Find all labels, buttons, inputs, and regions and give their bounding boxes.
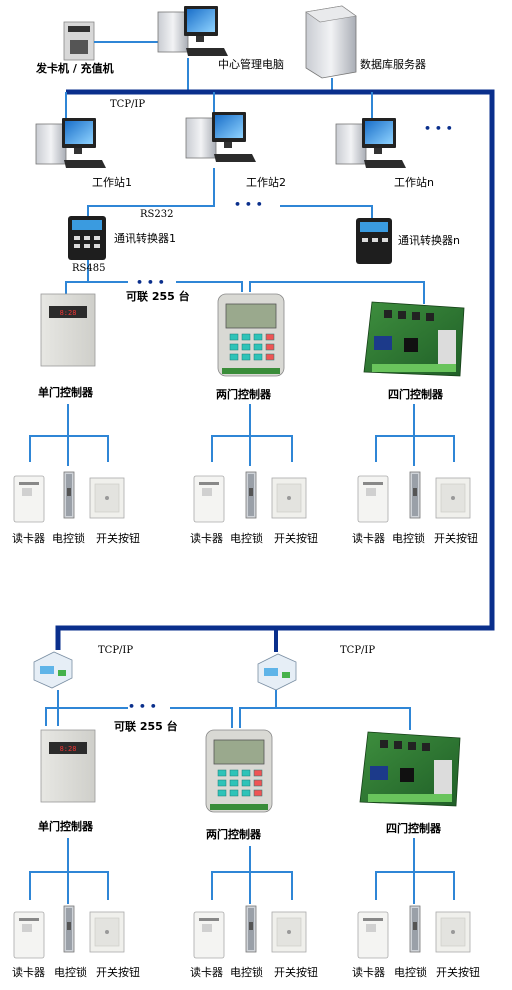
single-door-label-bottom: 单门控制器	[38, 820, 93, 833]
rs485-bus-top-right	[176, 281, 425, 304]
reader-label-4: 读卡器	[12, 966, 45, 979]
two-door-controller-top	[217, 293, 285, 377]
lock-label-1: 电控锁	[52, 532, 85, 545]
lock-label-4: 电控锁	[54, 966, 87, 979]
single-door-controller-bottom	[40, 729, 96, 803]
reader-icon-3	[357, 475, 389, 523]
reader-icon-6	[357, 911, 389, 959]
button-icon-6	[435, 911, 471, 953]
rs232-label: RS232	[140, 209, 174, 220]
workstation-n-label: 工作站n	[394, 176, 434, 189]
central-pc-icon	[157, 5, 229, 57]
ws2-rs232-line	[87, 168, 215, 218]
button-label-4: 开关按钮	[96, 966, 140, 979]
card-issuer-label: 发卡机 / 充值机	[36, 62, 114, 75]
workstation-1-label: 工作站1	[92, 176, 132, 189]
tcpip-label-bottom-right: TCP/IP	[340, 645, 376, 656]
button-label-1: 开关按钮	[96, 532, 140, 545]
card-issuer-icon	[63, 21, 95, 61]
four-door-label-bottom: 四门控制器	[386, 822, 441, 835]
network-module-left-icon	[33, 651, 73, 689]
more-workstations-dots: • • •	[424, 122, 453, 135]
lock-icon-4	[63, 905, 75, 953]
four-door-controller-top	[363, 301, 465, 377]
lock-label-2: 电控锁	[230, 532, 263, 545]
rs485-bus-top	[65, 281, 128, 294]
db-server-label: 数据库服务器	[360, 58, 426, 71]
reader-icon-1	[13, 475, 45, 523]
lock-icon-2	[245, 471, 257, 519]
two-door-label-top: 两门控制器	[216, 388, 271, 401]
rs485-bus-bottom-right	[170, 707, 411, 730]
top-device-lines	[29, 404, 455, 466]
reader-icon-5	[193, 911, 225, 959]
converter-n-label: 通讯转换器n	[398, 234, 460, 247]
workstation-1-icon	[35, 117, 107, 169]
rs485-bus-bottom-left	[45, 690, 128, 726]
ws2-to-convn-line	[280, 205, 373, 218]
button-label-6: 开关按钮	[436, 966, 480, 979]
more-controllers-dots-bottom: • • •	[128, 700, 157, 713]
lock-icon-6	[409, 905, 421, 953]
lock-label-6: 电控锁	[394, 966, 427, 979]
rs485-label: RS485	[72, 263, 106, 274]
can-link-label-bottom: 可联 255 台	[114, 720, 178, 733]
bottom-device-lines	[29, 838, 455, 904]
central-pc-label: 中心管理电脑	[218, 58, 284, 71]
button-icon-2	[271, 477, 307, 519]
lock-icon-3	[409, 471, 421, 519]
lock-icon-5	[245, 905, 257, 953]
single-door-controller-top	[40, 293, 96, 367]
two-door-label-bottom: 两门控制器	[206, 828, 261, 841]
reader-icon-4	[13, 911, 45, 959]
four-door-label-top: 四门控制器	[388, 388, 443, 401]
reader-label-6: 读卡器	[352, 966, 385, 979]
reader-icon-2	[193, 475, 225, 523]
workstation-2-icon	[185, 111, 257, 163]
four-door-controller-bottom	[359, 731, 461, 807]
tcpip-label-top: TCP/IP	[110, 99, 146, 110]
can-link-label-top: 可联 255 台	[126, 290, 190, 303]
two-door-controller-bottom	[205, 729, 273, 813]
db-server-icon	[305, 5, 357, 79]
converter-1-icon	[68, 216, 106, 260]
lock-label-5: 电控锁	[230, 966, 263, 979]
more-converters-dots: • • •	[234, 198, 263, 211]
tcpip-label-bottom-left: TCP/IP	[98, 645, 134, 656]
button-label-2: 开关按钮	[274, 532, 318, 545]
converter-1-label: 通讯转换器1	[114, 232, 176, 245]
workstation-n-icon	[335, 117, 407, 169]
more-controllers-dots-top: • • •	[136, 276, 165, 289]
lock-label-3: 电控锁	[392, 532, 425, 545]
network-module-right-icon	[257, 653, 297, 691]
button-label-5: 开关按钮	[274, 966, 318, 979]
reader-label-2: 读卡器	[190, 532, 223, 545]
tcpip-bus-bottom	[56, 628, 278, 652]
reader-label-5: 读卡器	[190, 966, 223, 979]
button-icon-4	[89, 911, 125, 953]
button-icon-5	[271, 911, 307, 953]
converter-n-icon	[356, 218, 392, 264]
reader-label-3: 读卡器	[352, 532, 385, 545]
lock-icon-1	[63, 471, 75, 519]
button-icon-1	[89, 477, 125, 519]
single-door-label-top: 单门控制器	[38, 386, 93, 399]
workstation-2-label: 工作站2	[246, 176, 286, 189]
button-icon-3	[435, 477, 471, 519]
button-label-3: 开关按钮	[434, 532, 478, 545]
reader-label-1: 读卡器	[12, 532, 45, 545]
